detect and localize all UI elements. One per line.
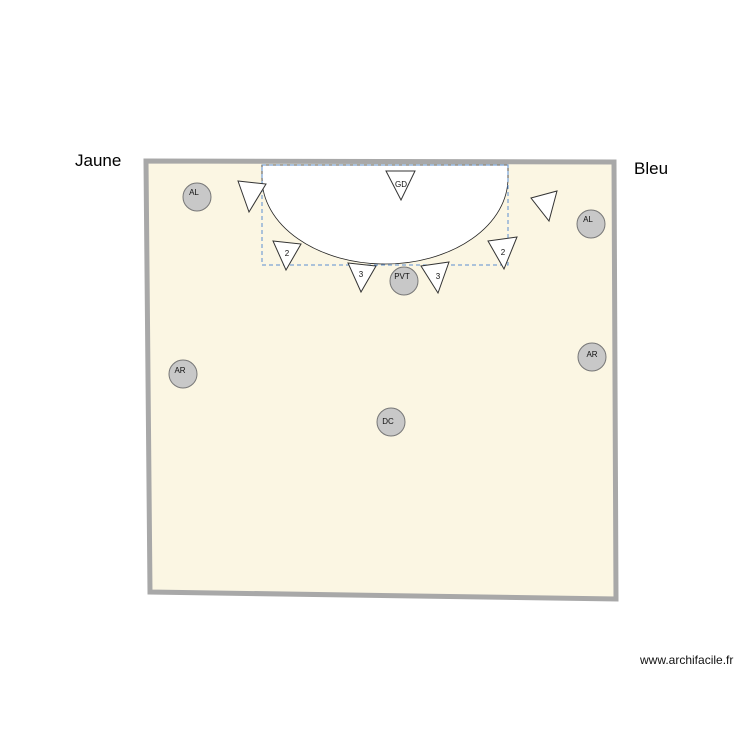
defender-right-wing [530,190,558,223]
defender-right-3: 3 [420,261,450,295]
player-al-left: AL [182,182,212,212]
player-dc: DC [376,407,406,437]
defender-gd: GD [385,170,416,202]
player-al-right: AL [576,209,606,239]
team-label-jaune: Jaune [75,151,122,170]
defender-label: GD [395,180,407,189]
player-label: AL [189,188,199,197]
defender-left-wing [237,180,267,214]
defender-left-2: 2 [272,240,302,272]
player-label: AR [174,366,185,375]
player-label: PVT [394,272,410,281]
defender-right-2: 2 [487,236,518,271]
player-label: DC [382,417,394,426]
defender-label: 3 [436,272,441,281]
goal-area [261,164,509,265]
goal-area-bounds [261,164,509,266]
defender-label: 2 [501,248,506,257]
defender-label: 2 [285,249,290,258]
player-label: AR [586,350,597,359]
defender-label: 3 [359,270,364,279]
player-label: AL [583,215,593,224]
court-floor [143,158,619,602]
team-label-bleu: Bleu [634,159,669,178]
player-pvt: PVT [389,266,419,296]
defender-left-3: 3 [347,262,377,294]
player-ar-left: AR [168,359,198,389]
player-ar-right: AR [577,342,607,372]
watermark: www.archifacile.fr [640,653,734,667]
